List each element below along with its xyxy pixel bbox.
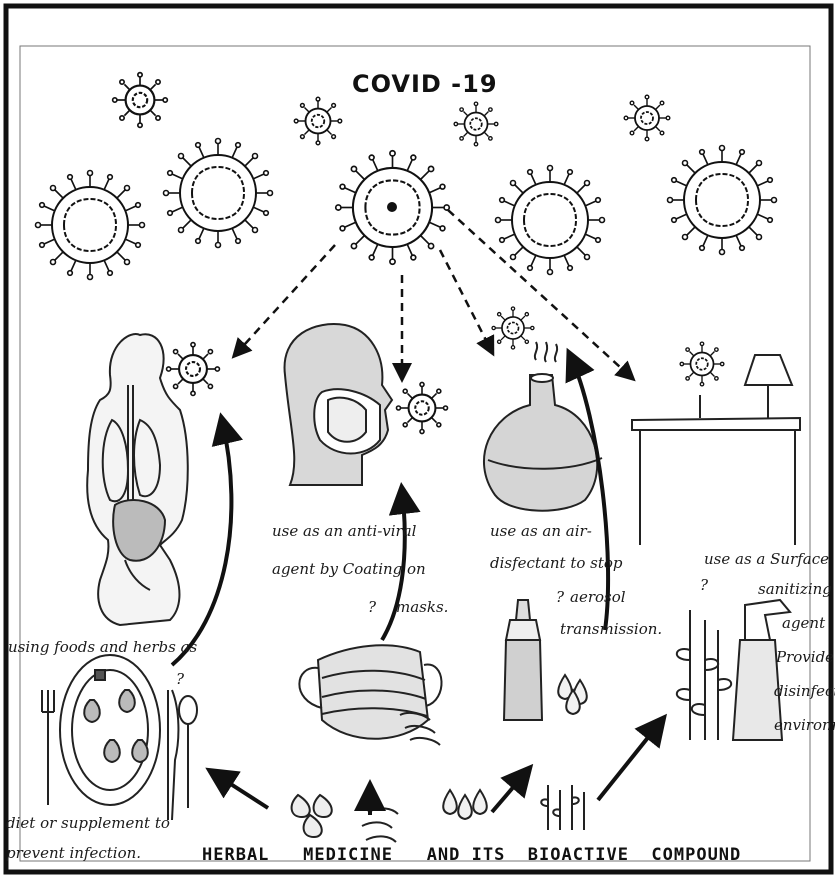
air-caption-line2: disfectant to stop	[490, 552, 623, 575]
garlic-icon	[292, 795, 398, 842]
head-with-mask-icon	[285, 324, 392, 485]
small-virus-icon	[492, 307, 534, 349]
surface-caption-line5: disinfect	[774, 680, 835, 703]
mask-caption-line1: use as an anti-viral	[272, 520, 416, 543]
mask-caption-line3: masks.	[396, 596, 448, 619]
air-caption-line1: use as an air-	[490, 520, 592, 543]
small-virus-icon	[167, 343, 220, 396]
solid-arrows	[172, 355, 662, 815]
virus-icon	[36, 171, 145, 280]
food-caption-line1: using foods and herbs as	[8, 636, 197, 659]
air-caption-line3: aerosol	[570, 586, 626, 609]
virus-icon	[164, 139, 273, 248]
surface-caption-line2: sanitizing	[758, 578, 832, 601]
question-mark: ?	[700, 574, 708, 597]
air-caption-line4: transmission.	[560, 618, 662, 641]
mask-caption-line2: agent by Coating on	[272, 558, 426, 581]
small-virus-icon	[454, 102, 498, 146]
food-caption-line2: diet or supplement to	[6, 812, 170, 835]
plate-food-icon	[60, 655, 160, 805]
small-virus-icon	[624, 95, 670, 141]
food-caption-line3: prevent infection.	[6, 842, 141, 865]
small-virus-icon	[680, 342, 724, 386]
virus-core	[387, 202, 397, 212]
human-body-icon	[87, 334, 188, 625]
diffuser-vase-icon	[484, 342, 602, 511]
bottom-label: HERBAL MEDICINE AND ITS BIOACTIVE COMPOU…	[202, 845, 741, 865]
small-virus-icon	[294, 97, 341, 144]
virus-icon	[668, 146, 777, 255]
table-lamp-icon	[632, 355, 800, 545]
herb-plant-icon	[541, 610, 731, 830]
surface-caption-line6: environm	[774, 714, 835, 737]
surface-caption-line1: use as a Surface	[704, 548, 829, 571]
page-title: COVID -19	[352, 70, 498, 98]
question-mark: ?	[176, 668, 184, 691]
small-virus-icon	[396, 382, 447, 433]
virus-icon	[496, 166, 605, 275]
dropper-bottle-icon	[504, 600, 542, 720]
face-mask-icon	[299, 645, 441, 745]
question-mark: ?	[556, 586, 564, 609]
question-mark: ?	[368, 596, 376, 619]
surface-caption-line4: Provide	[776, 646, 834, 669]
surface-caption-line3: agent	[782, 612, 825, 635]
small-virus-icon	[113, 73, 168, 128]
